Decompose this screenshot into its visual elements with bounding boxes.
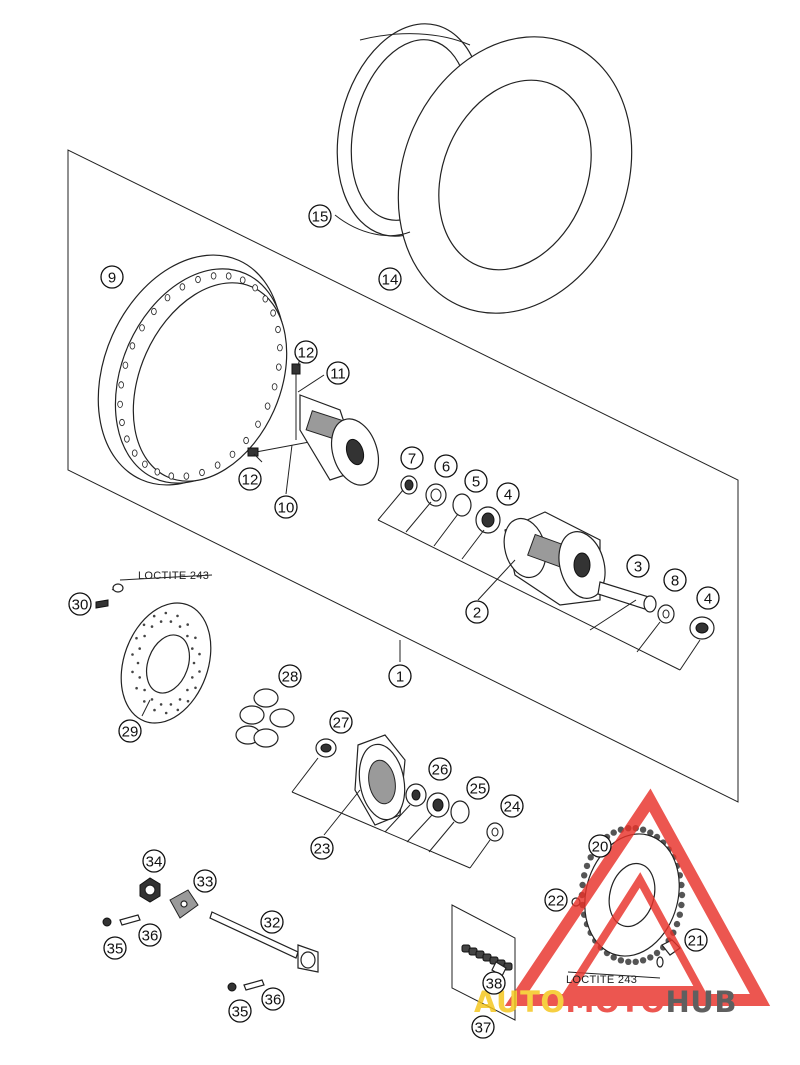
assembly-frame: [67, 149, 739, 803]
callout-number: 37: [475, 1020, 492, 1037]
callout-number: 36: [265, 992, 282, 1009]
callout-c27: 27: [329, 710, 353, 734]
callout-number: 30: [72, 597, 89, 614]
damper-rubbers-drawing: [235, 688, 295, 748]
callout-number: 11: [330, 366, 346, 383]
callout-c12a: 12: [294, 340, 318, 364]
callout-c37: 37: [471, 1015, 495, 1039]
svg-text:AUTOMOTOHUB: AUTOMOTOHUB: [474, 985, 737, 1019]
watermark-moto: MOTO: [566, 985, 666, 1019]
main-hub-drawing: [503, 511, 606, 606]
callout-c34: 34: [142, 849, 166, 873]
watermark-logo: AUTOMOTOHUB: [474, 788, 771, 1019]
callout-c38: 38: [482, 971, 506, 995]
callout-c36a: 36: [138, 923, 162, 947]
callout-number: 14: [382, 272, 399, 289]
callout-number: 5: [472, 474, 480, 491]
callout-c29: 29: [118, 719, 142, 743]
adjuster-bolts-drawing: [102, 914, 265, 992]
callout-number: 24: [504, 799, 521, 816]
callout-c33: 33: [193, 869, 217, 893]
callout-c32: 32: [260, 910, 284, 934]
callout-c36b: 36: [261, 987, 285, 1011]
callout-c1: 1: [388, 664, 412, 688]
loctite-note-sprocket: LOCTITE 243: [566, 974, 637, 986]
callout-number: 33: [197, 874, 214, 891]
callout-c5: 5: [464, 469, 488, 493]
chain-link-drawing: [451, 904, 516, 1021]
loctite-note-disc: LOCTITE 243: [138, 570, 209, 582]
callout-number: 20: [592, 839, 609, 856]
callout-number: 23: [314, 841, 331, 858]
callout-labels: 1234456789101112121415202122232425262728…: [68, 204, 720, 1039]
axle-drawing: [209, 911, 319, 973]
watermark-hub: HUB: [666, 985, 737, 1019]
callout-c35a: 35: [103, 936, 127, 960]
callout-c28: 28: [278, 664, 302, 688]
callout-c15: 15: [308, 204, 332, 228]
callout-number: 8: [671, 573, 679, 590]
callout-number: 2: [473, 605, 481, 622]
callout-c24: 24: [500, 794, 524, 818]
callout-number: 12: [298, 345, 315, 362]
callout-number: 29: [122, 724, 139, 741]
callout-c35b: 35: [228, 999, 252, 1023]
callout-number: 22: [548, 893, 565, 910]
tire-drawing: [334, 33, 633, 314]
upper-hub-drawing: [299, 394, 380, 486]
callout-c14: 14: [378, 267, 402, 291]
callout-number: 15: [312, 209, 329, 226]
axle-nut-drawing: [139, 877, 161, 903]
callout-number: 35: [232, 1004, 249, 1021]
callout-number: 9: [108, 270, 116, 287]
callout-number: 21: [688, 933, 705, 950]
brake-disc-drawing: [95, 574, 213, 724]
bearing-parts-drawing: [377, 475, 681, 671]
callout-c22: 22: [544, 888, 568, 912]
chain-adjuster-drawing: [169, 889, 199, 919]
callout-c23: 23: [310, 836, 334, 860]
callout-c2: 2: [465, 600, 489, 624]
axle-spacer-drawing: [589, 581, 715, 671]
callout-number: 38: [486, 976, 503, 993]
callout-number: 10: [278, 500, 295, 517]
callout-number: 25: [470, 781, 487, 798]
callout-c20: 20: [588, 834, 612, 858]
callout-c26: 26: [428, 757, 452, 781]
callout-c30: 30: [68, 592, 92, 616]
callout-c7: 7: [400, 446, 424, 470]
callout-c6: 6: [434, 454, 458, 478]
callout-c8: 8: [663, 568, 687, 592]
callout-c25: 25: [466, 776, 490, 800]
callout-number: 34: [146, 854, 163, 871]
callout-number: 4: [504, 487, 512, 504]
callout-number: 35: [107, 941, 124, 958]
callout-number: 4: [704, 591, 712, 608]
callout-c12b: 12: [238, 467, 262, 491]
callout-number: 1: [396, 669, 404, 686]
callout-c4b: 4: [696, 586, 720, 610]
callout-number: 7: [408, 451, 416, 468]
callout-number: 3: [634, 559, 642, 576]
callout-c9: 9: [100, 265, 124, 289]
sprocket-carrier-drawing: [291, 734, 504, 869]
callout-number: 32: [264, 915, 281, 932]
callout-c4a: 4: [496, 482, 520, 506]
callout-c10: 10: [274, 495, 298, 519]
callout-number: 28: [282, 669, 299, 686]
callout-number: 36: [142, 928, 159, 945]
leader-lines: [141, 357, 516, 836]
callout-c11: 11: [326, 361, 350, 385]
callout-number: 12: [242, 472, 259, 489]
callout-number: 27: [333, 715, 350, 732]
callout-c3: 3: [626, 554, 650, 578]
callout-c21: 21: [684, 928, 708, 952]
rim-drawing: [97, 254, 288, 486]
callout-number: 6: [442, 459, 450, 476]
callout-number: 26: [432, 762, 449, 779]
